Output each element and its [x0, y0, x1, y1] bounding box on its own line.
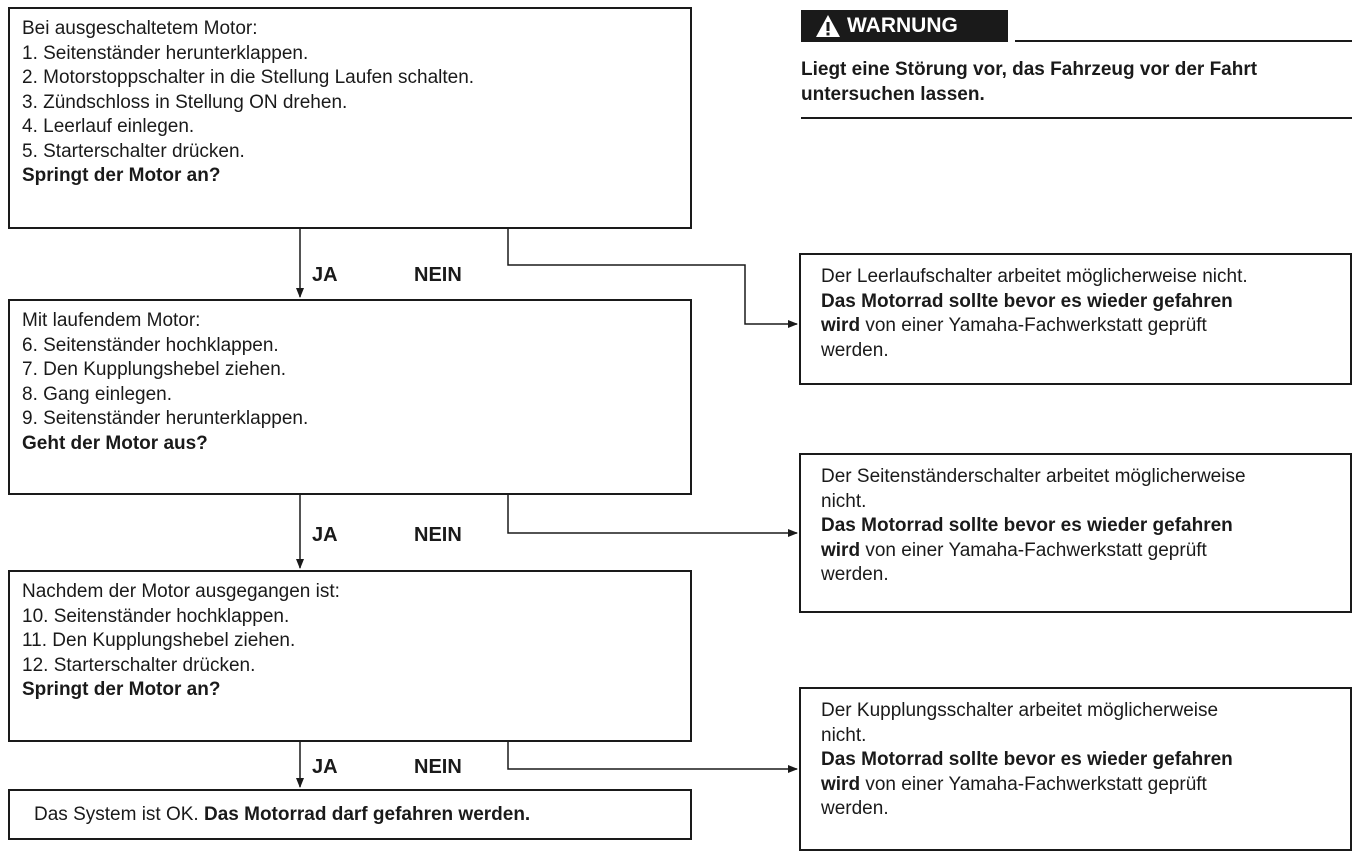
fault-2-last: werden. [821, 564, 889, 585]
fault-3-bold: Das Motorrad sollte bevor es wieder gefa… [821, 749, 1233, 770]
fault-1-bold: Das Motorrad sollte bevor es wieder gefa… [821, 290, 1233, 312]
no-arrow-1 [507, 229, 798, 328]
step-1-line: 3. Zündschloss in Stellung ON drehen. [22, 91, 348, 113]
no-label-3: NEIN [414, 756, 462, 778]
step-2-line: 6. Seitenständer hochklappen. [22, 334, 279, 356]
no-label-1: NEIN [414, 264, 462, 286]
step-box-2: Mit laufendem Motor: 6. Seitenständer ho… [8, 299, 692, 495]
step-1-line: 1. Seitenständer herunterklappen. [22, 42, 309, 64]
fault-1-last: werden. [821, 339, 889, 361]
fault-2-bold2: wird [821, 539, 861, 561]
step-1-question: Springt der Motor an? [22, 165, 221, 186]
fault-3-line: nicht. [821, 724, 867, 746]
step-3-line: Nachdem der Motor ausgegangen ist: [22, 581, 340, 602]
yes-label-1: JA [312, 264, 338, 286]
fault-2-line: nicht. [821, 490, 867, 512]
step-3-question: Springt der Motor an? [22, 679, 221, 700]
step-2-line: 7. Den Kupplungshebel ziehen. [22, 359, 287, 380]
warning-title: WARNUNG [847, 14, 958, 37]
no-arrow-2 [507, 495, 798, 537]
warning-rule [1015, 40, 1352, 42]
yes-label-3: JA [312, 756, 338, 778]
fault-1-bold2: wird [821, 315, 861, 336]
fault-2-tail: von einer Yamaha-Fachwerkstatt geprüft [860, 539, 1207, 561]
result-text-bold: Das Motorrad darf gefahren werden. [203, 804, 531, 825]
fault-box-2: Der Seitenständerschalter arbeitet mögli… [799, 453, 1352, 613]
step-1-line: 4. Leerlauf einlegen. [22, 116, 195, 137]
step-1-line: Bei ausgeschaltetem Motor: [22, 18, 258, 39]
step-3-line: 12. Starterschalter drücken. [22, 654, 256, 676]
fault-3-last: werden. [821, 798, 889, 819]
result-box: Das System ist OK. Das Motorrad darf gef… [8, 789, 692, 840]
result-text: Das System ist OK. [34, 804, 204, 825]
fault-3-bold2: wird [821, 773, 861, 795]
warning-badge: WARNUNG [801, 10, 1008, 42]
fault-3-line: Der Kupplungsschalter arbeitet möglicher… [821, 700, 1219, 721]
step-1-line: 2. Motorstoppschalter in die Stellung La… [22, 67, 475, 88]
step-box-1: Bei ausgeschaltetem Motor: 1. Seitenstän… [8, 7, 692, 229]
step-box-3: Nachdem der Motor ausgegangen ist: 10. S… [8, 570, 692, 742]
step-2-line: 8. Gang einlegen. [22, 383, 173, 405]
warning-text: Liegt eine Störung vor, das Fahrzeug vor… [801, 59, 1258, 105]
fault-box-1: Der Leerlaufschalter arbeitet möglicherw… [799, 253, 1352, 385]
fault-2-bold: Das Motorrad sollte bevor es wieder gefa… [821, 515, 1233, 536]
fault-3-tail: von einer Yamaha-Fachwerkstatt geprüft [860, 773, 1207, 795]
fault-2-line: Der Seitenständerschalter arbeitet mögli… [821, 466, 1246, 487]
warning-triangle-icon [816, 15, 840, 37]
fault-box-3: Der Kupplungsschalter arbeitet möglicher… [799, 687, 1352, 851]
yes-label-2: JA [312, 524, 338, 546]
warning-bottom-rule [801, 117, 1352, 119]
fault-1-line: Der Leerlaufschalter arbeitet möglicherw… [821, 266, 1248, 287]
no-arrow-3 [507, 742, 798, 773]
fault-1-tail: von einer Yamaha-Fachwerkstatt geprüft [860, 315, 1207, 336]
step-2-line: Mit laufendem Motor: [22, 310, 201, 331]
step-3-line: 10. Seitenständer hochklappen. [22, 605, 290, 627]
step-1-line: 5. Starterschalter drücken. [22, 140, 245, 162]
step-2-question: Geht der Motor aus? [22, 432, 208, 454]
step-3-line: 11. Den Kupplungshebel ziehen. [22, 630, 296, 651]
step-2-line: 9. Seitenständer herunterklappen. [22, 408, 309, 429]
no-label-2: NEIN [414, 524, 462, 546]
